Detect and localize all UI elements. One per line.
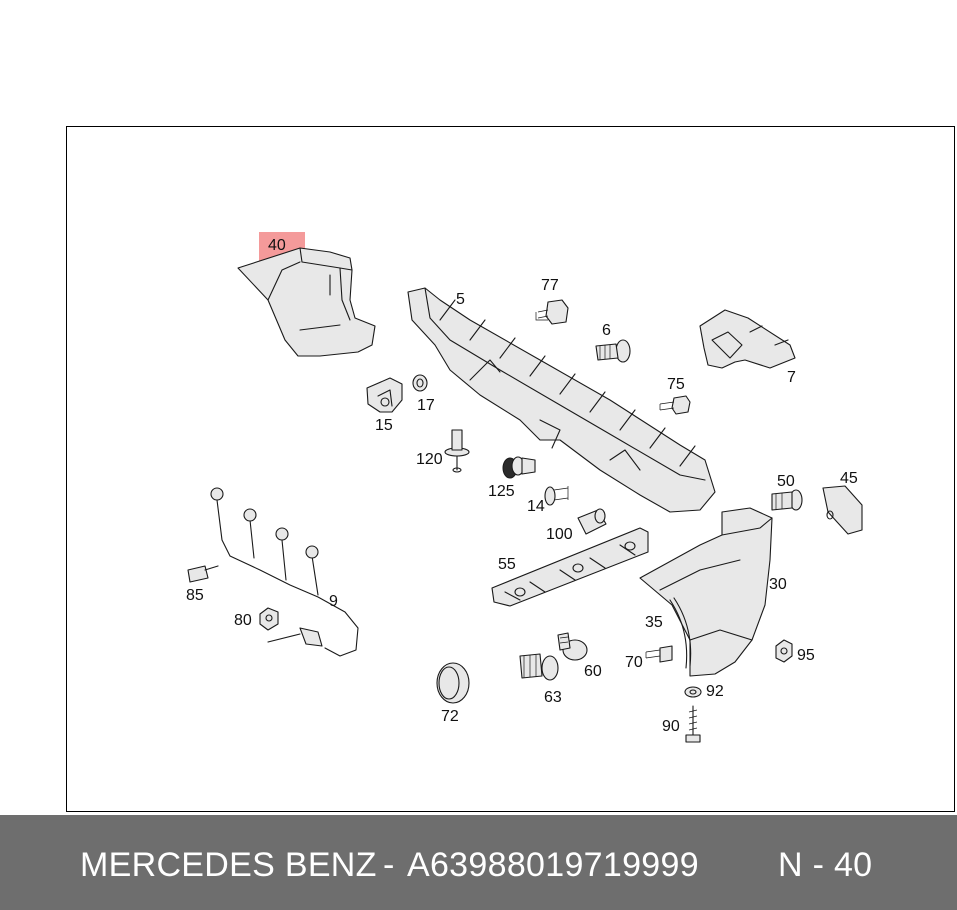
part-50-drawing[interactable] [771, 489, 803, 511]
label-part-70[interactable]: 70 [625, 654, 643, 671]
label-part-17[interactable]: 17 [417, 397, 435, 414]
part-85-drawing[interactable] [187, 565, 219, 583]
label-part-125[interactable]: 125 [488, 483, 515, 500]
footer-position: N - 40 [778, 846, 873, 884]
label-part-9[interactable]: 9 [329, 593, 338, 610]
part-9-drawing[interactable] [210, 487, 359, 657]
part-100-drawing[interactable] [577, 508, 607, 535]
part-70-drawing[interactable] [645, 645, 673, 663]
label-part-5[interactable]: 5 [456, 291, 465, 308]
part-75-drawing[interactable] [659, 395, 691, 415]
label-part-72[interactable]: 72 [441, 708, 459, 725]
part-63-drawing[interactable] [519, 653, 559, 681]
part-30-drawing[interactable] [639, 507, 773, 677]
label-part-77[interactable]: 77 [541, 277, 559, 294]
part-6-drawing[interactable] [595, 339, 631, 363]
part-7-drawing[interactable] [699, 309, 796, 369]
footer-part-number: A63988019719999 [407, 846, 699, 884]
footer-brand: MERCEDES BENZ [80, 846, 377, 884]
label-part-30[interactable]: 30 [769, 576, 787, 593]
label-part-75[interactable]: 75 [667, 376, 685, 393]
label-part-15[interactable]: 15 [375, 417, 393, 434]
label-part-100[interactable]: 100 [546, 526, 573, 543]
label-part-85[interactable]: 85 [186, 587, 204, 604]
label-part-40[interactable]: 40 [268, 237, 286, 254]
part-35-drawing[interactable] [669, 597, 692, 669]
label-part-90[interactable]: 90 [662, 718, 680, 735]
label-part-55[interactable]: 55 [498, 556, 516, 573]
label-part-92[interactable]: 92 [706, 683, 724, 700]
part-15-drawing[interactable] [366, 377, 403, 413]
label-part-50[interactable]: 50 [777, 473, 795, 490]
label-part-95[interactable]: 95 [797, 647, 815, 664]
footer-separator: - [383, 846, 395, 884]
part-5-drawing[interactable] [407, 287, 716, 513]
part-77-drawing[interactable] [535, 299, 569, 325]
part-95-drawing[interactable] [775, 639, 793, 663]
part-92-drawing[interactable] [684, 686, 702, 698]
label-part-7[interactable]: 7 [787, 369, 796, 386]
part-45-drawing[interactable] [822, 485, 863, 535]
label-part-120[interactable]: 120 [416, 451, 443, 468]
part-14-drawing[interactable] [544, 486, 569, 506]
part-72-drawing[interactable] [436, 662, 470, 704]
label-part-60[interactable]: 60 [584, 663, 602, 680]
footer-bar [0, 815, 957, 910]
label-part-6[interactable]: 6 [602, 322, 611, 339]
label-part-80[interactable]: 80 [234, 612, 252, 629]
part-90-drawing[interactable] [685, 705, 701, 743]
label-part-35[interactable]: 35 [645, 614, 663, 631]
part-120-drawing[interactable] [444, 429, 470, 473]
part-60-drawing[interactable] [557, 632, 588, 661]
part-80-drawing[interactable] [259, 607, 279, 631]
part-40-drawing[interactable] [237, 247, 376, 357]
part-17-drawing[interactable] [412, 374, 428, 392]
label-part-63[interactable]: 63 [544, 689, 562, 706]
label-part-45[interactable]: 45 [840, 470, 858, 487]
label-part-14[interactable]: 14 [527, 498, 545, 515]
part-55-drawing[interactable] [491, 527, 649, 607]
part-125-drawing[interactable] [502, 456, 536, 479]
